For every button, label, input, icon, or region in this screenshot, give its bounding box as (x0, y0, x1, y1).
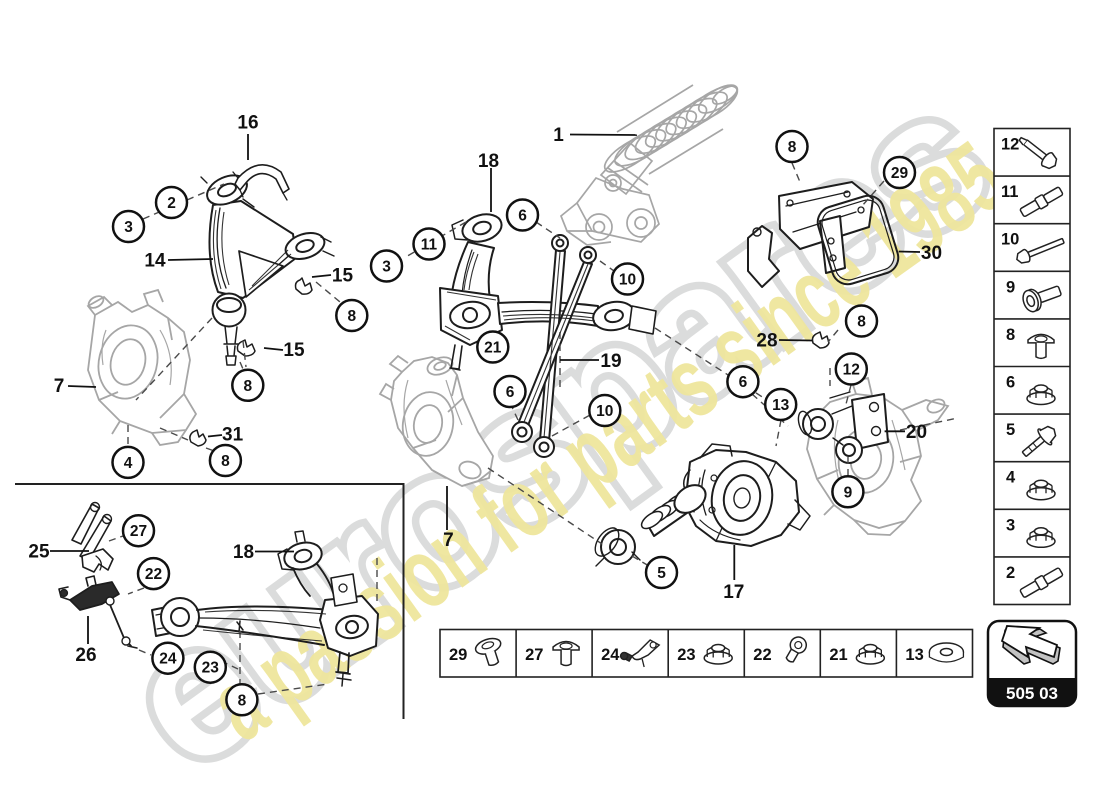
svg-text:8: 8 (238, 692, 247, 709)
svg-text:3: 3 (382, 259, 391, 276)
svg-text:9: 9 (844, 484, 853, 501)
svg-text:13: 13 (772, 397, 790, 414)
svg-text:23: 23 (677, 646, 695, 664)
svg-text:21: 21 (829, 646, 847, 664)
svg-text:11: 11 (421, 237, 438, 254)
svg-text:31: 31 (222, 425, 244, 446)
svg-text:27: 27 (525, 646, 543, 664)
svg-text:8: 8 (243, 378, 252, 395)
svg-text:21: 21 (484, 340, 502, 357)
svg-text:5: 5 (1006, 421, 1015, 439)
svg-text:22: 22 (753, 646, 771, 664)
svg-text:15: 15 (283, 340, 305, 361)
svg-text:8: 8 (1006, 326, 1015, 344)
svg-text:3: 3 (1006, 516, 1015, 534)
svg-text:5: 5 (657, 565, 666, 582)
svg-text:11: 11 (1001, 183, 1018, 201)
svg-text:8: 8 (857, 314, 866, 331)
svg-text:505 03: 505 03 (1006, 684, 1058, 703)
svg-text:25: 25 (28, 542, 50, 563)
svg-text:26: 26 (75, 645, 96, 666)
svg-text:9: 9 (1006, 278, 1015, 296)
svg-text:6: 6 (518, 208, 527, 225)
svg-text:10: 10 (1001, 231, 1019, 249)
svg-text:7: 7 (54, 376, 65, 397)
svg-text:3: 3 (124, 219, 133, 236)
svg-text:29: 29 (891, 165, 909, 182)
svg-text:10: 10 (619, 272, 636, 289)
svg-text:18: 18 (478, 151, 499, 172)
svg-text:18: 18 (233, 542, 254, 563)
svg-text:8: 8 (788, 139, 797, 156)
svg-text:14: 14 (144, 251, 166, 272)
svg-text:1: 1 (553, 125, 564, 146)
svg-text:10: 10 (596, 403, 613, 420)
svg-text:17: 17 (723, 582, 744, 603)
svg-text:27: 27 (130, 523, 147, 540)
svg-text:2: 2 (1006, 564, 1015, 582)
svg-text:12: 12 (843, 362, 860, 379)
svg-text:19: 19 (600, 351, 621, 372)
svg-text:4: 4 (1006, 469, 1016, 487)
svg-text:13: 13 (905, 646, 923, 664)
svg-text:23: 23 (202, 660, 220, 677)
svg-text:24: 24 (159, 651, 177, 668)
svg-text:6: 6 (739, 374, 748, 391)
svg-text:16: 16 (237, 113, 258, 134)
svg-text:6: 6 (1006, 374, 1015, 392)
svg-text:29: 29 (449, 646, 467, 664)
svg-text:15: 15 (332, 265, 354, 286)
svg-text:30: 30 (921, 243, 942, 264)
svg-text:20: 20 (906, 422, 927, 443)
svg-text:28: 28 (756, 331, 777, 352)
svg-text:6: 6 (506, 384, 515, 401)
svg-text:8: 8 (221, 453, 230, 470)
svg-text:2: 2 (167, 195, 176, 212)
svg-text:12: 12 (1001, 136, 1019, 154)
svg-text:22: 22 (145, 566, 162, 583)
svg-text:8: 8 (347, 308, 356, 325)
svg-text:4: 4 (124, 455, 133, 472)
svg-text:7: 7 (443, 530, 454, 551)
svg-text:24: 24 (601, 646, 620, 664)
